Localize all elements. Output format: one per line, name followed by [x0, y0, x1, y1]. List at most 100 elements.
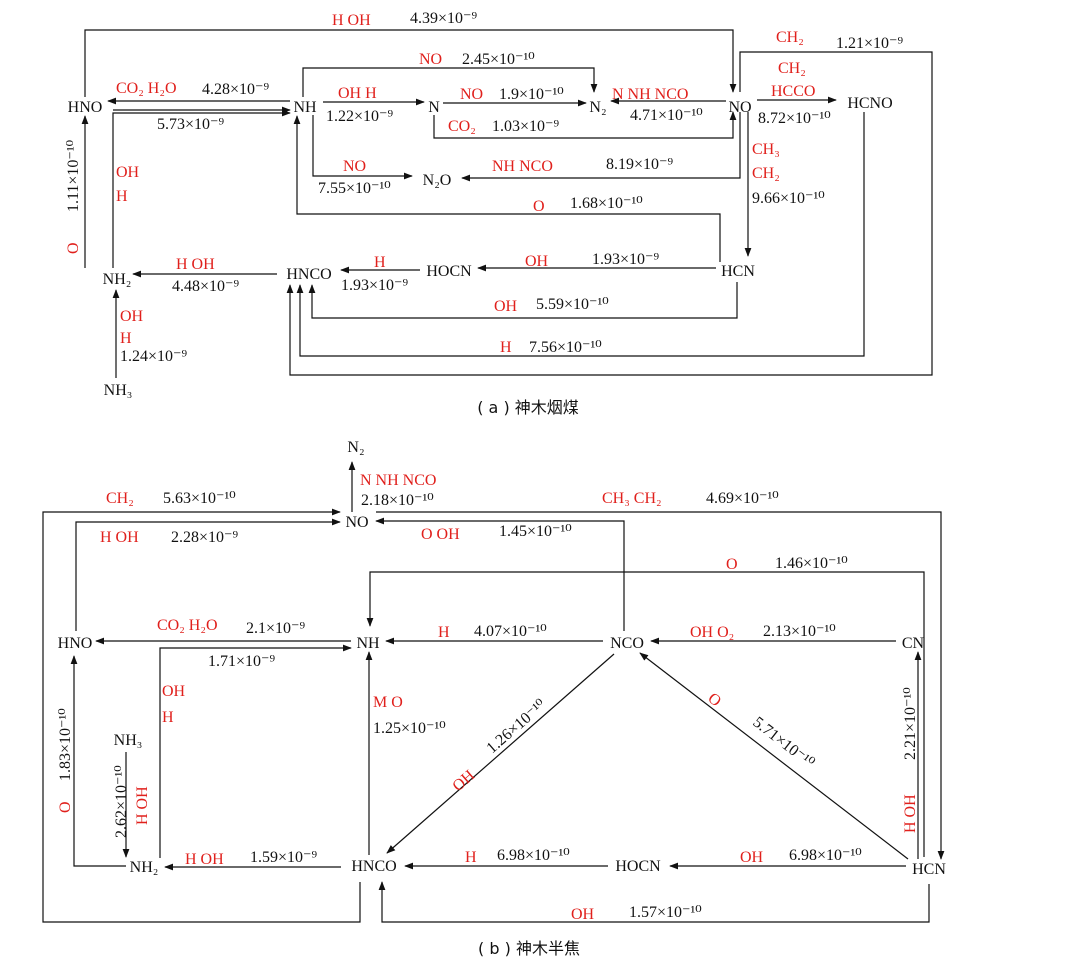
arrow-b-nco-to-hnco — [386, 653, 615, 854]
reactants-a-no-hcno-2a: CH₂ — [778, 60, 806, 77]
rate-b-no-hcn: 4.69×10⁻¹⁰ — [706, 490, 779, 507]
panel-a: HNO NH N N₂ NO HCNO N₂O NH₂ HNCO HOCN HC… — [65, 10, 933, 417]
reactants-a-hcno-hnco: H — [500, 339, 512, 356]
rate-a-hnco-nh2: 4.48×10⁻⁹ — [172, 278, 239, 295]
rate-a-nh-no-top: 4.39×10⁻⁹ — [410, 10, 477, 27]
arrow-b-nh2-to-nh — [159, 644, 352, 858]
reactants-a-nh2-nh-oh: OH — [116, 164, 140, 181]
arrow-a-hcn-to-nh — [293, 115, 721, 262]
species-b-nh2: NH₂ — [130, 859, 159, 876]
arrow-b-nh2-to-hno — [70, 655, 126, 867]
reactants-b-nco-nh: H — [438, 624, 450, 641]
reactants-a-hcn-hocn: OH — [525, 253, 549, 270]
reactants-a-nh-no-top: H OH — [332, 12, 371, 29]
reactants-a-no-n2o: NH NCO — [492, 158, 553, 175]
species-a-hocn: HOCN — [426, 263, 472, 280]
reactants-b-nco-no: O OH — [421, 526, 460, 543]
species-a-hno: HNO — [68, 99, 103, 116]
arrow-a-hcn-to-hnco — [308, 282, 738, 319]
rate-b-nco-no: 1.45×10⁻¹⁰ — [499, 523, 572, 540]
arrow-a-n-to-no — [433, 111, 737, 139]
arrow-b-hcn-to-nco — [639, 652, 909, 860]
panel-b: N₂ NO HNO NH NCO CN NH₃ NH₂ HNCO HOCN HC… — [42, 439, 946, 958]
reactants-a-nh3-nh2-oh: OH — [120, 308, 144, 325]
reactants-a-nh3-nh2-h: H — [120, 330, 132, 347]
rate-b-hnco-nh2: 1.59×10⁻⁹ — [250, 849, 317, 866]
rate-b-nh-hno: 2.1×10⁻⁹ — [246, 620, 305, 637]
species-b-n2: N₂ — [347, 439, 364, 456]
arrow-b-no-to-hcn — [376, 511, 945, 860]
reactants-b-nco-hnco: OH — [449, 767, 478, 795]
reactants-b-hno-no: H OH — [100, 529, 139, 546]
species-b-hno: HNO — [58, 635, 93, 652]
reactants-b-nh2-nh-oh: OH — [162, 683, 186, 700]
arrow-b-hcn-to-hnco-bottom — [378, 881, 930, 923]
rate-b-hcn-hocn: 6.98×10⁻¹⁰ — [789, 847, 862, 864]
rate-b-hno-no: 2.28×10⁻⁹ — [171, 529, 238, 546]
rate-a-n-no: 1.03×10⁻⁹ — [492, 118, 559, 135]
reactants-a-hnco-nh2: H OH — [176, 256, 215, 273]
arrow-a-nh-to-no-top — [84, 29, 737, 97]
reactants-a-no-hcn-ch3: CH₃ — [752, 141, 780, 158]
rate-b-no-n2: 2.18×10⁻¹⁰ — [361, 492, 434, 509]
rate-a-hcno-hnco: 7.56×10⁻¹⁰ — [529, 339, 602, 356]
rate-a-no-hcno-2: 8.72×10⁻¹⁰ — [758, 110, 831, 127]
reactants-a-no-hcno-2b: HCCO — [771, 83, 815, 100]
caption-a: ( a ) 神木烟煤 — [477, 398, 579, 417]
rate-a-no-n2o: 8.19×10⁻⁹ — [606, 156, 673, 173]
species-a-n2o: N₂O — [423, 172, 452, 189]
reactants-b-no-hcn: CH₃ CH₂ — [602, 490, 662, 507]
rate-a-hcn-hnco: 5.59×10⁻¹⁰ — [536, 296, 609, 313]
species-b-nh3: NH₃ — [114, 732, 143, 749]
reactants-a-hcn-hnco: OH — [494, 298, 518, 315]
reactants-b-nh-hno: CO₂ H₂O — [157, 617, 218, 634]
reactants-b-hcn-hocn: OH — [740, 849, 764, 866]
rate-a-nh-hno: 4.28×10⁻⁹ — [202, 81, 269, 98]
reactants-a-n-no: CO₂ — [448, 118, 476, 135]
rate-a-nh2-hno: 1.11×10⁻¹⁰ — [65, 140, 82, 212]
reactants-b-no-n2: N NH NCO — [360, 472, 436, 489]
rate-b-nh2-hno: 1.83×10⁻¹⁰ — [57, 708, 74, 781]
arrow-a-nh2-to-nh — [112, 109, 291, 268]
rate-a-n-n2: 1.9×10⁻¹⁰ — [499, 86, 564, 103]
species-a-n2: N₂ — [589, 99, 606, 116]
reactants-b-nh2-hno: O — [57, 801, 74, 813]
species-a-hnco: HNCO — [286, 266, 331, 283]
arrow-a-nh-to-n2 — [302, 67, 598, 97]
species-a-n: N — [428, 99, 440, 116]
rate-b-hcn-cn: 2.21×10⁻¹⁰ — [902, 687, 919, 760]
arrow-a-no-to-n2o — [461, 112, 741, 182]
arrow-b-hcn-to-nh — [366, 571, 925, 857]
reactants-b-hcn-cn: H OH — [902, 794, 919, 833]
rate-a-hcn-nh: 1.68×10⁻¹⁰ — [570, 195, 643, 212]
arrow-b-nco-to-no — [375, 517, 625, 631]
reactants-a-no-hcn-ch2: CH₂ — [752, 165, 780, 182]
rate-a-no-hcno-1: 1.21×10⁻⁹ — [836, 35, 903, 52]
rate-b-hcn-hnco: 1.57×10⁻¹⁰ — [629, 904, 702, 921]
reactants-a-hcn-nh: O — [533, 198, 545, 215]
species-b-nh: NH — [356, 635, 380, 652]
reactants-b-hcn-nco: O — [705, 690, 725, 711]
reactants-b-nh3-nh2: H OH — [134, 786, 151, 825]
rate-a-nh-n2: 2.45×10⁻¹⁰ — [462, 51, 535, 68]
species-b-no: NO — [345, 514, 368, 531]
reactants-b-hnco-nh2: H OH — [185, 851, 224, 868]
arrow-a-nh-to-n2o — [312, 115, 413, 180]
rate-a-nh3-nh2: 1.24×10⁻⁹ — [120, 348, 187, 365]
arrow-a-hcno-to-hnco — [296, 112, 865, 357]
reactants-a-n-n2: NO — [460, 86, 483, 103]
species-b-hcn: HCN — [912, 861, 946, 878]
rate-b-nco-nh: 4.07×10⁻¹⁰ — [474, 623, 547, 640]
reactants-b-cn-nco: OH O₂ — [690, 624, 734, 641]
species-b-nco: NCO — [610, 635, 644, 652]
rate-a-nh-n2o: 7.55×10⁻¹⁰ — [318, 180, 391, 197]
reactants-b-nh2-nh-h: H — [162, 709, 174, 726]
rate-b-hcn-nh: 1.46×10⁻¹⁰ — [775, 555, 848, 572]
rate-a-hno-nh: 5.73×10⁻⁹ — [157, 116, 224, 133]
species-b-hnco: HNCO — [351, 858, 396, 875]
rate-b-hnco-nh: 1.25×10⁻¹⁰ — [373, 720, 446, 737]
arrow-a-no-to-hnco-outer — [286, 51, 933, 376]
rate-a-no-hcn: 9.66×10⁻¹⁰ — [752, 190, 825, 207]
arrow-b-hno-to-no — [75, 518, 341, 631]
reactants-a-nh-n: OH H — [338, 85, 377, 102]
